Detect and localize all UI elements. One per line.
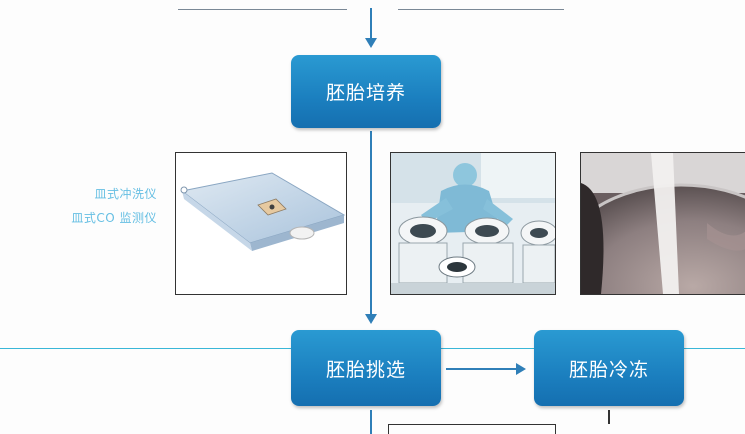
arrowhead-culture-to-selection <box>365 314 377 324</box>
step-embryo-culture-label: 胚胎培养 <box>325 82 406 104</box>
petri-dish-on-tray-image <box>176 153 346 294</box>
lab-technician-workstation-image <box>391 153 555 294</box>
arrowhead-selection-to-freezing <box>516 363 526 375</box>
equipment-labels: 皿式冲洗仪 皿式CO 监测仪 <box>0 185 157 235</box>
step-embryo-culture: 胚胎培养 <box>291 55 441 128</box>
top-rule-left <box>178 9 347 10</box>
equipment-label-2: 皿式CO 监测仪 <box>71 211 157 225</box>
step-embryo-selection: 胚胎挑选 <box>291 330 441 406</box>
culture-dish-closeup-photo <box>580 152 745 295</box>
step-embryo-freezing: 胚胎冷冻 <box>534 330 684 406</box>
equipment-label-1: 皿式冲洗仪 <box>94 187 157 201</box>
step-embryo-selection-label: 胚胎挑选 <box>325 358 406 381</box>
arrowhead-into-culture <box>365 38 377 48</box>
step-embryo-freezing-label: 胚胎冷冻 <box>568 358 649 381</box>
lab-technician-workstation-photo <box>390 152 556 295</box>
top-rule-right <box>398 9 564 10</box>
bottom-partial-frame <box>388 424 556 434</box>
petri-dish-on-tray-photo <box>175 152 347 295</box>
culture-dish-closeup-image <box>581 153 745 294</box>
